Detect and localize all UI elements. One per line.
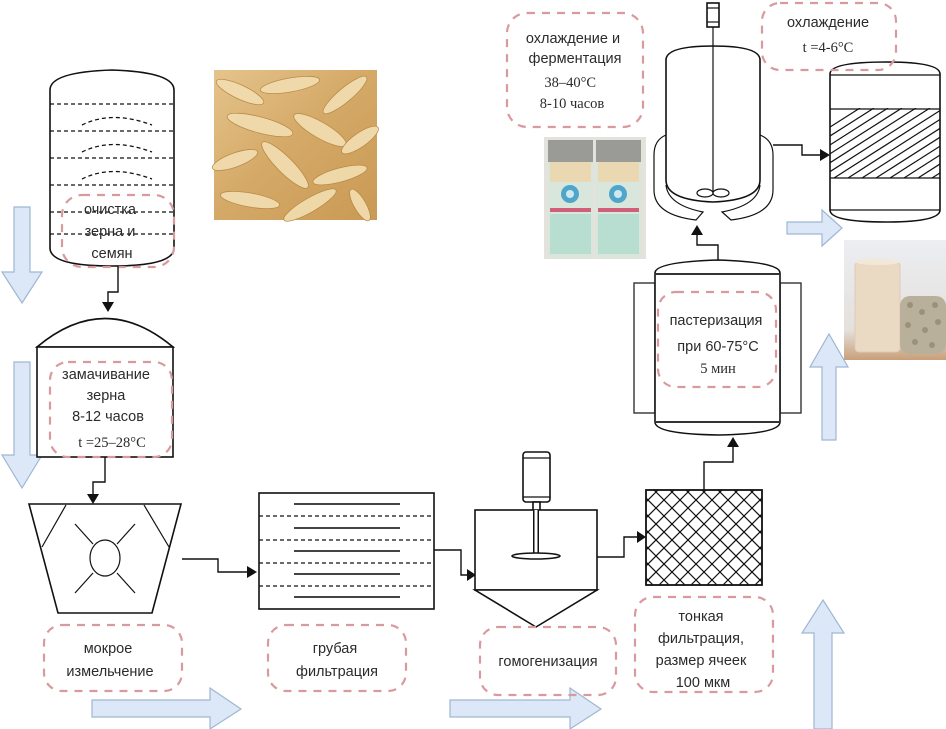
pipe-arrowhead [247,566,257,578]
hatch-line [830,108,917,164]
hatch-line [861,127,940,178]
bubble-soaking [48,360,174,459]
mesh-line [749,490,762,503]
cooling-tank [829,61,941,223]
label-soaking: замачивание зерна 8-12 часов [62,367,154,425]
mesh-line [646,490,723,567]
label-wet-milling: мокрое измельчение [66,641,153,680]
bubble-wet-milling [42,623,184,693]
mesh-line [738,561,762,585]
mesh-line [722,545,762,585]
pipe-arrowhead [727,437,739,447]
bubble-cooling [760,1,898,72]
wet-mill [27,503,183,614]
hatch-line [889,145,940,178]
pipe-pasteurizer-to-fermenter [696,235,719,260]
mesh-line [646,490,707,551]
pipe-coarse-to-homogenizer [434,549,468,576]
hatch-line [917,163,940,178]
mesh-line [646,490,739,583]
hatch-line [903,154,940,178]
homogenizer [472,451,600,628]
mesh-line [754,577,762,585]
mesh-line [701,490,762,551]
label-fermentation-params: 38–40°C 8-10 часов [540,75,605,112]
pipe-fermenter-to-cooling [773,144,822,156]
pasteurizer [633,259,802,436]
mesh-line [766,490,861,585]
starter-culture-vials-photo [544,137,646,259]
pipe-fine-filter-to-pasteurizer [703,445,734,490]
hatch-line [847,118,940,178]
flow-arrows [0,206,850,729]
mesh-line [646,545,686,585]
mesh-line [658,490,755,585]
mesh-line [646,490,675,519]
hatch-line [830,108,903,155]
mesh-line [787,490,882,585]
mesh-line [646,497,734,585]
bubble-pasteurization [656,290,778,389]
bubble-fermentation [505,11,645,129]
bubble-fine-filtration [633,595,775,694]
flow-arrow-up-2 [808,332,850,441]
pipe-homogenizer-to-fine-filter [597,536,638,558]
flow-arrow-down-2 [0,361,44,490]
pipe-arrowhead [467,569,476,581]
label-pasteurization: пастеризация при 60-75°C [670,313,767,355]
flow-arrow-right-2 [449,686,603,729]
oat-milk-glass-photo [844,240,946,360]
mesh-line [771,490,866,585]
label-fine-filtration: тонкая фильтрация, размер ячеек 100 мкм [656,609,751,691]
mesh-line [646,529,702,585]
flow-arrow-right-1 [91,686,243,729]
mesh-line [717,490,762,535]
mesh-line [646,513,718,585]
bubble-homogenization [478,625,618,697]
mesh-line [653,490,750,585]
flow-arrow-down-1 [0,206,44,305]
bubble-coarse-filtration [266,623,408,693]
fermenter [653,2,774,221]
pipe-soaking-to-mill [92,457,106,497]
mesh-line [685,490,762,567]
mesh-line [646,561,670,585]
pipe-arrowhead [87,494,99,504]
flow-arrow-right-3 [786,208,843,248]
hatch-line [833,109,940,178]
hatch-line [830,108,875,137]
hatch-line [830,108,889,146]
soaking-tank [34,317,176,458]
pipe-arrowhead [102,302,114,312]
label-cooling-temp: t =4-6°C [803,40,854,56]
label-coarse-filtration: грубая фильтрация [296,641,378,680]
pipe-arrowhead [820,149,830,161]
mesh-line [674,497,762,585]
mesh-line [690,513,762,585]
pipe-arrowhead [637,531,646,543]
coarse-filter [258,492,435,610]
hatch-line [875,136,940,178]
pipe-cleaning-to-soaking [107,266,119,305]
hatch-line [830,108,931,173]
fine-filter [645,489,882,586]
mesh-line [733,490,762,519]
pipe-arrowhead [691,225,703,235]
oat-grains-photo [211,70,379,222]
mesh-line [646,490,691,535]
flow-arrow-up-1 [800,598,846,729]
label-homogenization: гомогенизация [498,654,597,670]
mesh-line [706,529,762,585]
hatch-line [830,108,861,128]
label-soaking-temp: t =25–28°C [78,435,146,451]
pipe-mill-to-coarse-filter [182,558,250,573]
label-fermentation: охлаждение и ферментация [526,31,624,67]
mesh-line [669,490,762,583]
label-cooling: охлаждение [787,15,869,31]
label-pasteurization-time: 5 мин [700,361,736,377]
label-cleaning: очистка зерна и семян [84,202,140,262]
